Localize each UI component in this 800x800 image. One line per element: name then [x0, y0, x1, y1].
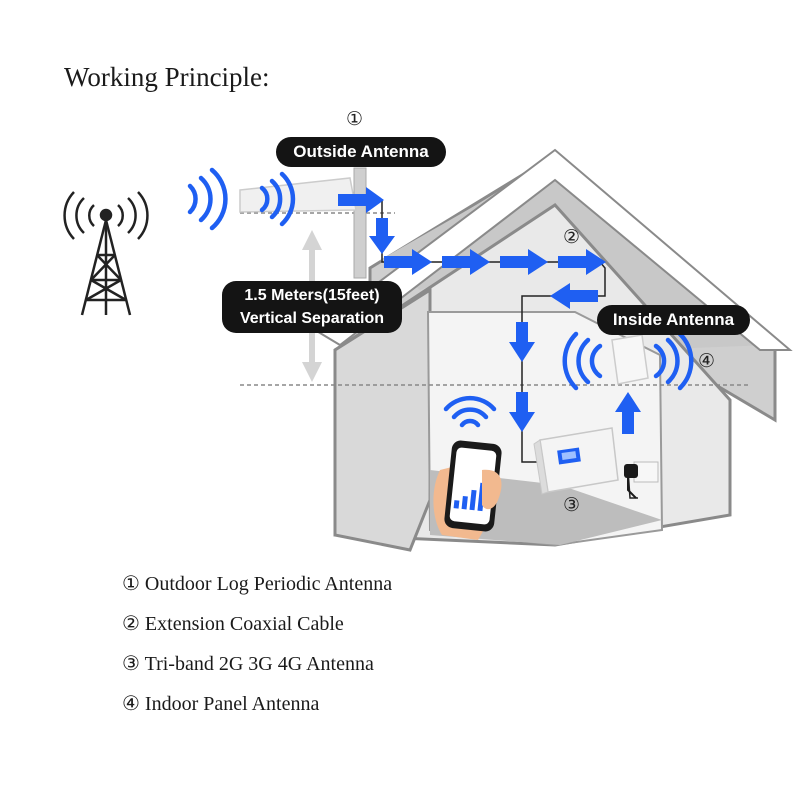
marker-four: ④	[698, 350, 716, 372]
marker-one: ①	[346, 108, 364, 130]
separation-line-1: 1.5 Meters(15feet)	[244, 287, 380, 304]
outdoor-signal-waves-icon	[187, 167, 228, 231]
page-title: Working Principle:	[64, 62, 270, 92]
outdoor-log-periodic-antenna-icon	[239, 167, 367, 279]
flow-arrow-7	[550, 283, 598, 309]
legend-item-4: ④ Indoor Panel Antenna	[122, 693, 320, 715]
legend-item-2: ② Extension Coaxial Cable	[122, 613, 344, 635]
flow-arrow-8	[509, 322, 535, 362]
power-outlet-icon	[624, 461, 659, 499]
outside-antenna-label: Outside Antenna	[276, 137, 446, 167]
signal-flow-arrows	[338, 187, 641, 434]
house-left-wall	[333, 287, 432, 552]
flow-arrow-9	[509, 392, 535, 432]
cell-tower-icon	[63, 191, 149, 316]
smartphone-icon	[433, 440, 502, 540]
signal-booster-device-icon	[533, 427, 619, 495]
wifi-signal-icon	[443, 395, 497, 428]
legend: ① Outdoor Log Periodic Antenna ② Extensi…	[122, 568, 392, 728]
marker-three: ③	[563, 494, 581, 516]
flow-arrow-1	[338, 187, 384, 213]
flow-arrow-6	[558, 249, 606, 275]
flow-arrow-4	[442, 249, 490, 275]
indoor-panel-antenna-icon	[562, 331, 694, 391]
flow-arrow-3	[384, 249, 432, 275]
legend-item-1: ① Outdoor Log Periodic Antenna	[122, 573, 393, 595]
inside-antenna-label: Inside Antenna	[597, 305, 750, 335]
marker-two: ②	[563, 226, 581, 248]
vertical-separation-label: 1.5 Meters(15feet) Vertical Separation	[222, 281, 402, 333]
flow-arrow-2	[369, 218, 395, 254]
flow-arrow-10	[615, 392, 641, 434]
separation-line-2: Vertical Separation	[239, 310, 385, 327]
flow-arrow-5	[500, 249, 548, 275]
legend-item-3: ③ Tri-band 2G 3G 4G Antenna	[122, 653, 374, 675]
